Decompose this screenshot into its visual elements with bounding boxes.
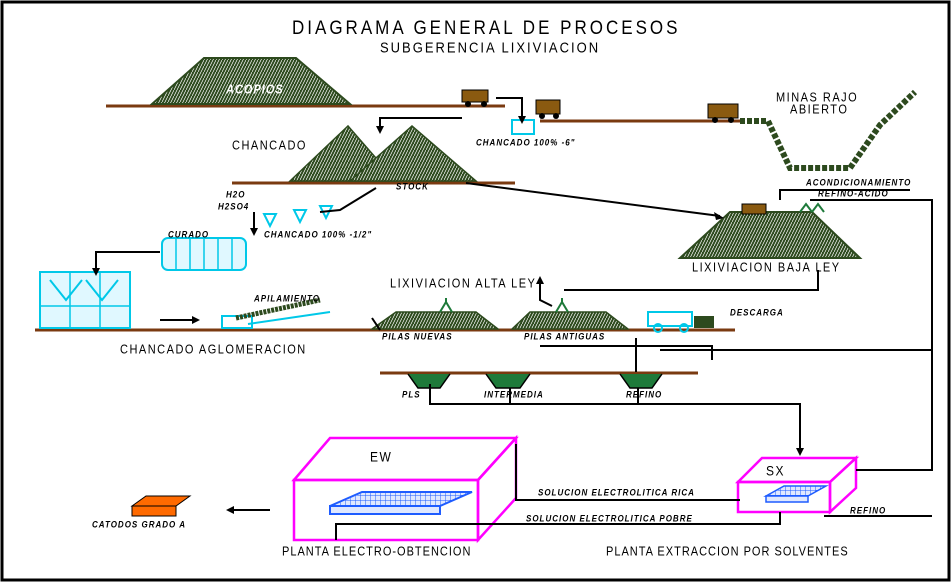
label-curado: CURADO	[168, 229, 210, 240]
label-sx: SX	[766, 462, 786, 480]
agglomeration-plant-icon	[39, 271, 131, 329]
label-planta-ew: PLANTA ELECTRO-OBTENCION	[282, 545, 472, 559]
label-refino: REFINO	[626, 389, 663, 400]
label-acopios: ACOPIOS	[226, 83, 284, 97]
arrowheads	[92, 116, 804, 514]
curing-drum-icon	[161, 237, 247, 271]
label-abierto: ABIERTO	[790, 103, 849, 117]
label-h2o: H2O	[226, 189, 246, 200]
descarga-machine-icon	[647, 311, 714, 333]
loader-icon	[535, 99, 561, 119]
label-catodos: CATODOS GRADO A	[92, 519, 186, 530]
label-lixiviacion-alta-ley: LIXIVIACION ALTA LEY	[390, 277, 537, 291]
stacker-icon	[221, 297, 331, 329]
refino-pool	[619, 373, 663, 389]
sx-plant-box	[734, 455, 860, 515]
primary-crusher-icon	[511, 119, 535, 135]
acopios-heap	[149, 57, 353, 105]
label-lixiviacion-baja-ley: LIXIVIACION BAJA LEY	[692, 261, 841, 275]
ew-plant-box	[291, 434, 519, 544]
label-refino-return: REFINO	[850, 505, 887, 516]
label-minas-rajo: MINAS RAJO	[776, 91, 859, 105]
label-pls: PLS	[402, 389, 421, 400]
chancado-pile-2	[348, 125, 479, 182]
label-solucion-pobre: SOLUCION ELECTROLITICA POBRE	[526, 513, 693, 524]
label-ew: EW	[370, 448, 393, 466]
label-pilas-antiguas: PILAS ANTIGUAS	[524, 331, 606, 342]
label-chancado-100-6: CHANCADO 100% -6"	[476, 137, 576, 148]
pilas-antiguas-heap	[510, 311, 631, 330]
pilas-nuevas-heap	[369, 311, 501, 330]
intermedia-pool	[485, 373, 531, 389]
label-planta-sx: PLANTA EXTRACCION POR SOLVENTES	[606, 545, 849, 559]
label-pilas-nuevas: PILAS NUEVAS	[382, 331, 453, 342]
label-acondicionamiento: ACONDICIONAMIENTO	[806, 177, 912, 188]
sprinkler-icon	[439, 202, 825, 313]
label-chancado-aglomeracion: CHANCADO AGLOMERACION	[120, 343, 307, 357]
crusher-icons	[262, 205, 334, 229]
label-descarga: DESCARGA	[730, 307, 784, 318]
label-solucion-rica: SOLUCION ELECTROLITICA RICA	[538, 487, 695, 498]
label-apilamiento: APILAMIENTO	[254, 293, 320, 304]
mine-truck-icon	[707, 103, 739, 123]
stacker-truck-icon	[741, 203, 767, 215]
label-chancado-100-13: CHANCADO 100% -1/2"	[264, 229, 373, 240]
haul-truck-icon	[461, 89, 489, 107]
label-intermedia: INTERMEDIA	[484, 389, 544, 400]
label-h2so4: H2SO4	[218, 201, 250, 212]
diagram-title: DIAGRAMA GENERAL DE PROCESOS	[292, 16, 681, 39]
label-chancado: CHANCADO	[232, 139, 307, 153]
diagram-subtitle: SUBGERENCIA LIXIVIACION	[380, 38, 601, 57]
flow-lines	[95, 97, 933, 540]
baja-ley-heap	[677, 211, 863, 259]
label-stock: STOCK	[396, 181, 429, 192]
cathodes-icon	[130, 495, 192, 517]
open-pit-outline	[740, 89, 918, 171]
label-refino-acido: REFINO-ACIDO	[818, 188, 889, 199]
